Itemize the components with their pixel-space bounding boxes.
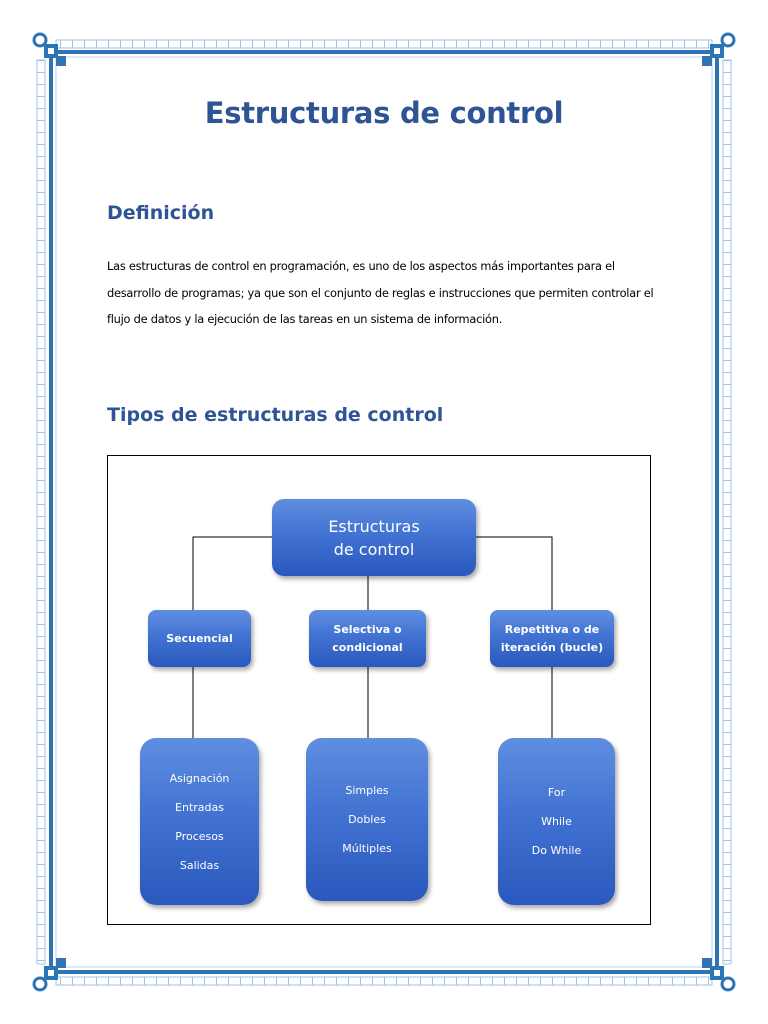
- leaf-item: Salidas: [179, 858, 220, 872]
- root-node-label: Estructuras de control: [328, 516, 420, 559]
- definition-heading: Definición: [107, 202, 215, 224]
- leaf-item: For: [547, 786, 566, 799]
- leaf-node-selectiva: Simples Dobles Múltiples: [306, 738, 428, 901]
- leaf-node-secuencial: Asignación Entradas Procesos Salidas: [140, 738, 259, 905]
- leaf-item: Entradas: [175, 800, 224, 814]
- leaf-item: While: [541, 815, 572, 828]
- diagram-frame: [107, 455, 651, 925]
- corner-ornament-top-left: [32, 32, 66, 66]
- leaf-item: Do While: [531, 844, 582, 857]
- leaf-item: Simples: [345, 784, 389, 797]
- document-title: Estructuras de control: [204, 96, 564, 130]
- branch-node-repetitiva: Repetitiva o de iteración (bucle): [490, 610, 614, 667]
- leaf-node-repetitiva: For While Do While: [498, 738, 615, 905]
- corner-ornament-top-right: [702, 32, 736, 66]
- branch-node-secuencial: Secuencial: [148, 610, 251, 667]
- corner-ornament-bottom-right: [702, 958, 736, 992]
- leaf-item: Múltiples: [342, 842, 392, 855]
- types-heading: Tipos de estructuras de control: [107, 404, 444, 426]
- diagram-root-node: Estructuras de control: [272, 499, 476, 576]
- leaf-item: Dobles: [348, 813, 386, 826]
- branch-label: Secuencial: [166, 631, 233, 645]
- branch-label: Selectiva o condicional: [332, 622, 403, 654]
- corner-ornament-bottom-left: [32, 958, 66, 992]
- leaf-item: Procesos: [175, 829, 224, 843]
- branch-label: Repetitiva o de iteración (bucle): [500, 622, 604, 654]
- branch-node-selectiva: Selectiva o condicional: [309, 610, 426, 667]
- definition-paragraph: Las estructuras de control en programaci…: [107, 259, 654, 326]
- leaf-item: Asignación: [169, 771, 230, 785]
